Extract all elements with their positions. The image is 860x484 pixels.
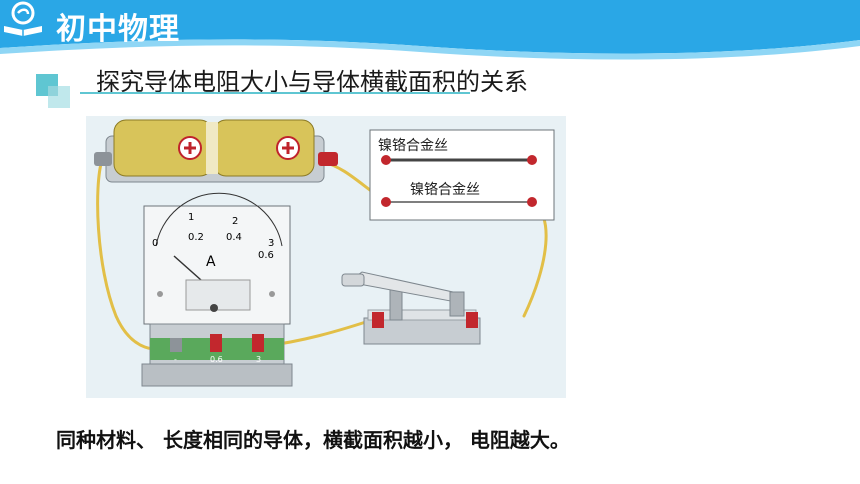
circuit-illustration: 镍铬合金丝 镍铬合金丝 1 2 3 0 0.2 0.4 0.6 A - 0.6 … bbox=[86, 116, 566, 398]
conclusion-text: 同种材料、 长度相同的导体，横截面积越小， 电阻越大。 bbox=[56, 428, 570, 452]
ammeter-scale-bottom-3: 0.6 bbox=[258, 250, 274, 261]
ammeter-terminal-label-3: 3 bbox=[256, 355, 261, 364]
ammeter-scale-top-2: 2 bbox=[232, 216, 238, 227]
ammeter-terminal-negative bbox=[170, 338, 182, 352]
header-band: 初中物理 bbox=[0, 0, 860, 70]
square-decoration-icon bbox=[36, 74, 70, 108]
title-underline bbox=[80, 92, 470, 94]
header-wave bbox=[0, 0, 860, 60]
ammeter-scale-bottom-0: 0 bbox=[152, 238, 158, 249]
ammeter-scale-top-1: 1 bbox=[188, 212, 194, 223]
battery-terminal-left bbox=[94, 152, 112, 166]
board-label-bottom: 镍铬合金丝 bbox=[410, 182, 480, 198]
battery-pack bbox=[94, 119, 338, 183]
ammeter-terminal-06 bbox=[210, 334, 222, 352]
ammeter-scale-bottom-1: 0.2 bbox=[188, 232, 204, 243]
battery-terminal-right bbox=[318, 152, 338, 166]
board-label-top: 镍铬合金丝 bbox=[378, 138, 448, 154]
ammeter-scale-bottom-2: 0.4 bbox=[226, 232, 242, 243]
slide-title: 探究导体电阻大小与导体横截面积的关系 bbox=[96, 68, 528, 96]
ammeter-terminal-3 bbox=[252, 334, 264, 352]
ammeter: 1 2 3 0 0.2 0.4 0.6 A - 0.6 3 bbox=[141, 192, 293, 387]
ammeter-terminal-label-1: - bbox=[174, 355, 177, 364]
brand-title: 初中物理 bbox=[56, 12, 180, 47]
ammeter-terminal-label-2: 0.6 bbox=[210, 355, 223, 364]
wire-board: 镍铬合金丝 镍铬合金丝 bbox=[369, 129, 555, 221]
switch-terminal-right bbox=[466, 312, 478, 328]
ammeter-scale-top-3: 3 bbox=[268, 238, 274, 249]
ammeter-symbol: A bbox=[206, 254, 216, 270]
switch-terminal-left bbox=[372, 312, 384, 328]
publisher-logo-icon bbox=[4, 1, 42, 36]
knife-switch bbox=[341, 271, 481, 345]
